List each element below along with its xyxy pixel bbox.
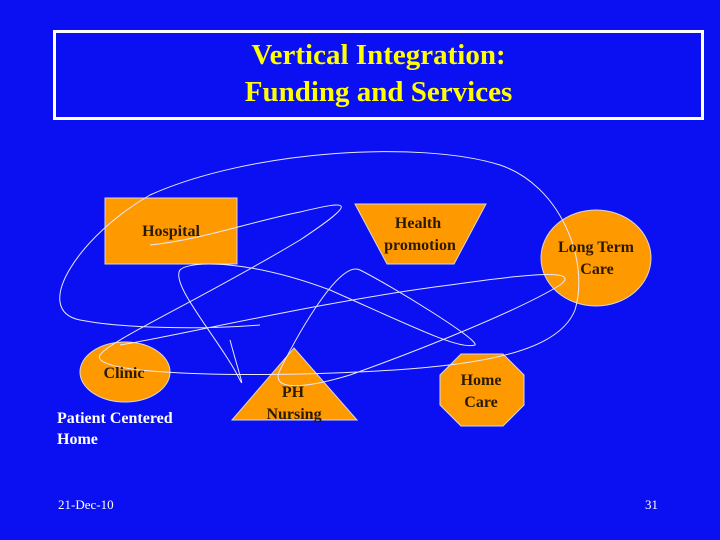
slide-number: 31 <box>645 497 658 512</box>
caption-line-1: Patient Centered <box>57 410 173 427</box>
health-promotion-label-2: promotion <box>384 237 456 254</box>
hospital-label: Hospital <box>142 223 200 240</box>
long-term-care-label-1: Long Term <box>558 239 635 256</box>
health-promotion-shape <box>354 203 487 265</box>
clinic-label: Clinic <box>104 365 145 382</box>
ph-nursing-label-1: PH <box>282 384 305 401</box>
slide-date: 21-Dec-10 <box>58 497 114 512</box>
health-promotion-label-1: Health <box>395 215 441 232</box>
home-care-label-1: Home <box>461 372 502 389</box>
slide-title: Vertical Integration: Funding and Servic… <box>53 30 704 120</box>
home-care-label-2: Care <box>464 394 497 411</box>
ph-nursing-label-2: Nursing <box>266 406 321 423</box>
title-line-1: Vertical Integration: <box>251 39 506 71</box>
patient-centered-home-caption: Patient Centered Home <box>57 408 173 450</box>
home-care-shape <box>439 353 525 427</box>
scribble-connector <box>59 151 580 387</box>
long-term-care-shape <box>540 209 652 307</box>
caption-line-2: Home <box>57 431 98 448</box>
hospital-shape <box>104 197 238 265</box>
title-line-2: Funding and Services <box>244 76 513 108</box>
long-term-care-label-2: Care <box>580 261 613 278</box>
ph-nursing-shape <box>230 347 359 421</box>
